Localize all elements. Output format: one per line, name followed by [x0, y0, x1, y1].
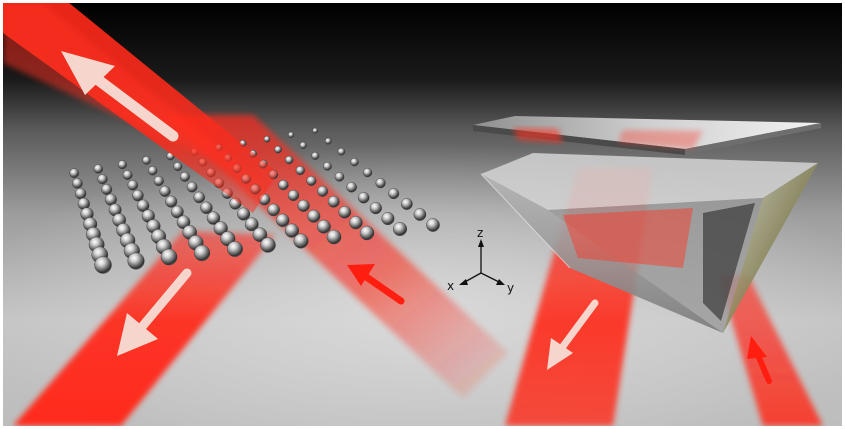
sphere-atom-icon — [69, 168, 80, 179]
sphere-atom-icon — [179, 171, 190, 182]
sphere-atom-icon — [297, 199, 310, 212]
sphere-atom-icon — [287, 189, 300, 202]
sphere-atom-icon — [327, 195, 340, 208]
sphere-atom-icon — [122, 170, 133, 180]
sphere-atom-icon — [326, 229, 342, 245]
atom-array — [69, 127, 440, 274]
sphere-atom-icon — [267, 203, 280, 217]
sphere-atom-icon — [375, 178, 386, 189]
sphere-atom-icon — [363, 168, 373, 178]
glass-plate-edge-right — [685, 123, 821, 155]
sphere-atom-icon — [227, 241, 243, 257]
beam-upper-left-core — [3, 3, 265, 185]
sphere-atom-icon — [311, 151, 320, 160]
sphere-atom-icon — [413, 208, 427, 221]
arrow-prism-out — [547, 299, 599, 370]
sphere-atom-icon — [74, 187, 87, 200]
sphere-atom-icon — [288, 131, 295, 139]
sphere-atom-icon — [127, 252, 145, 270]
xyz-axis-triad-icon — [459, 239, 505, 285]
glass-plate-beam-spot-2 — [618, 130, 703, 149]
sphere-atom-icon — [359, 225, 375, 241]
sphere-atom-icon — [159, 185, 171, 197]
sphere-atom-icon — [263, 135, 271, 143]
sphere-atom-icon — [295, 165, 305, 176]
sphere-atom-icon — [284, 223, 300, 238]
sphere-atom-icon — [334, 171, 345, 182]
prism-inner-reflection — [563, 208, 693, 268]
sphere-atom-icon — [117, 160, 127, 170]
arrow-center-in — [347, 264, 405, 305]
sphere-atom-icon — [237, 207, 251, 221]
sphere-atom-icon — [338, 205, 352, 219]
sphere-atom-icon — [426, 218, 440, 232]
glass-plate — [473, 116, 821, 155]
sphere-atom-icon — [260, 237, 276, 253]
sphere-atom-icon — [94, 256, 112, 274]
sphere-atom-icon — [170, 205, 184, 219]
sphere-atom-icon — [350, 157, 359, 167]
sphere-atom-icon — [307, 209, 321, 223]
sphere-atom-icon — [193, 244, 211, 262]
sphere-atom-icon — [101, 183, 113, 195]
sphere-atom-icon — [324, 137, 332, 145]
sphere-atom-icon — [165, 195, 178, 208]
sphere-atom-icon — [400, 198, 413, 210]
sphere-atom-icon — [186, 181, 198, 193]
sphere-atom-icon — [388, 188, 400, 200]
sphere-atom-icon — [278, 179, 289, 191]
arrow-prism-in — [747, 336, 772, 384]
sphere-atom-icon — [285, 155, 294, 165]
sphere-atom-icon — [206, 211, 221, 225]
glass-plate-beam-spot — [513, 128, 563, 143]
sphere-atom-icon — [293, 233, 309, 249]
sphere-atom-icon — [193, 191, 205, 204]
arrow-lower-left-out — [117, 268, 192, 356]
prism-front-face — [481, 174, 723, 333]
sphere-atom-icon — [252, 227, 268, 242]
prism-edge — [480, 173, 571, 269]
sphere-atom-icon — [142, 156, 151, 165]
sphere-atom-icon — [322, 161, 332, 171]
sphere-atom-icon — [369, 202, 382, 215]
prism — [480, 153, 818, 333]
arrow-upper-left-out — [61, 51, 179, 142]
sphere-atom-icon — [299, 141, 307, 150]
sphere-atom-icon — [160, 248, 178, 266]
z-axis-label: z — [477, 226, 483, 240]
sphere-atom-icon — [312, 127, 319, 134]
sphere-atom-icon — [132, 189, 144, 202]
sphere-atom-icon — [136, 199, 150, 212]
sphere-atom-icon — [317, 185, 329, 197]
sphere-atom-icon — [393, 221, 408, 236]
beam-prism-incoming — [718, 275, 823, 426]
sphere-atom-icon — [153, 175, 164, 187]
prism-right-face — [723, 163, 818, 333]
sphere-atom-icon — [276, 213, 290, 228]
sphere-atom-icon — [274, 145, 282, 154]
sphere-atom-icon — [200, 201, 213, 215]
sphere-atom-icon — [349, 215, 363, 230]
sphere-atom-icon — [93, 164, 104, 174]
illustration-frame: z x y — [3, 3, 842, 426]
sphere-atom-icon — [173, 161, 183, 171]
sphere-atom-icon — [306, 175, 317, 186]
sphere-atom-icon — [337, 147, 346, 156]
sphere-atom-icon — [213, 221, 228, 236]
sphere-atom-icon — [147, 165, 158, 176]
sphere-atom-icon — [358, 191, 370, 204]
sphere-atom-icon — [316, 219, 331, 234]
sphere-atom-icon — [127, 179, 139, 191]
x-axis-label: x — [447, 279, 454, 293]
prism-dark-edge — [703, 203, 755, 321]
sphere-atom-icon — [381, 212, 395, 226]
y-axis-label: y — [507, 281, 514, 295]
sphere-atom-icon — [244, 217, 259, 232]
atom-array-prism-scene: z x y — [3, 3, 842, 426]
sphere-atom-icon — [72, 178, 83, 189]
sphere-atom-icon — [97, 174, 108, 185]
sphere-atom-icon — [346, 181, 357, 193]
prism-top-face — [481, 153, 818, 210]
